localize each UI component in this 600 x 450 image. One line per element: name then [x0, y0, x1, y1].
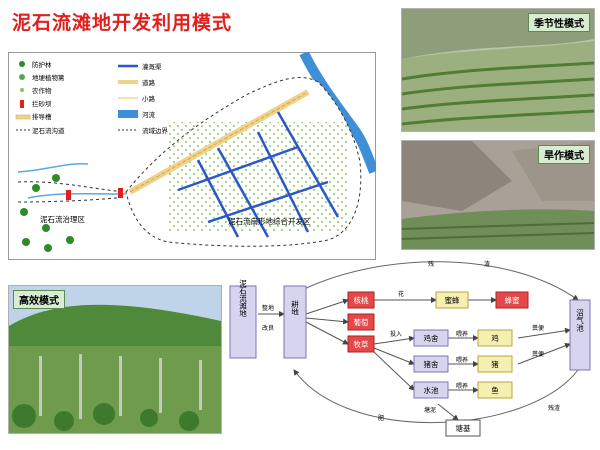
irrigation-canals: [177, 111, 340, 238]
channel-boundary-lower: [17, 196, 127, 203]
land-label: 耕地: [290, 299, 299, 316]
hedgerow-icon: [19, 74, 25, 80]
diagram-boxes: [229, 285, 591, 437]
box-biogas: [569, 299, 591, 371]
chicken-label: 鸡: [491, 333, 499, 343]
raise-label-1: 喂养: [456, 330, 468, 338]
box-chicken: [477, 329, 513, 347]
river: [299, 52, 376, 174]
loop-bottom: [293, 369, 579, 424]
dam-1: [66, 190, 71, 200]
box-chicken-coop: [413, 329, 449, 347]
map-legend: 防护林 地埂植物篱 农作物 拦砂坝 排导槽 泥石流沟道 灌溉渠 道路 小路 河流…: [15, 60, 169, 135]
feed-label: 投入: [390, 330, 402, 338]
residue-right: 渣: [484, 260, 490, 268]
seasonal-mode-photo: 季节性模式: [401, 8, 595, 132]
page-title: 泥石流滩地开发利用模式: [12, 12, 233, 34]
bees-label: 蜜蜂: [445, 295, 460, 305]
diagram-labels: 泥石流滩地 耕地 核桃 葡萄 牧草 蜜蜂 蜂蜜 鸡舍 鸡 猪舍 猪 水池 鱼 沼…: [238, 260, 584, 433]
raise-label-2: 喂养: [456, 356, 468, 364]
box-bees: [435, 291, 469, 309]
efficient-mode-photo: 高效模式: [8, 285, 222, 434]
drain-icon: [15, 114, 31, 120]
legend-path: 小路: [142, 94, 156, 103]
shelter-trees: [20, 174, 74, 252]
legend-river: 河流: [142, 110, 156, 119]
river-icon: [118, 110, 138, 118]
legend-shelter-forest: 防护林: [32, 60, 52, 69]
box-land: [283, 285, 307, 359]
embankment-label: 塘基: [456, 423, 471, 433]
gully-stream: [17, 162, 89, 173]
box-walnut: [347, 291, 375, 309]
seasonal-mode-label: 季节性模式: [528, 13, 590, 32]
loop-top: [293, 261, 579, 301]
legend-road: 道路: [142, 78, 156, 87]
legend-canal: 灌溉渠: [142, 62, 162, 71]
tree-icon: [19, 61, 25, 67]
crop-dots: [168, 122, 348, 232]
raise-label-3: 喂养: [456, 382, 468, 390]
box-source: [229, 285, 257, 359]
chicken-coop-label: 鸡舍: [424, 333, 439, 343]
dryland-mode-label: 旱作模式: [538, 145, 590, 164]
pig-pen-label: 猪舍: [424, 359, 439, 369]
forage-label: 牧草: [354, 339, 369, 349]
walnut-label: 核桃: [354, 295, 369, 305]
reclaim-label: 整地: [262, 304, 274, 312]
watershed-map: 防护林 地埂植物篱 农作物 拦砂坝 排导槽 泥石流沟道 灌溉渠 道路 小路 河流…: [8, 52, 376, 260]
manure-label-2: 粪便: [532, 350, 544, 358]
source-label: 泥石流滩地: [238, 279, 247, 317]
box-pond: [413, 381, 449, 399]
legend-drain: 排导槽: [32, 112, 52, 121]
flower-label: 花: [398, 290, 404, 298]
box-pig-pen: [413, 355, 449, 373]
grape-label: 葡萄: [354, 317, 369, 327]
zone-development-label: 泥石流扇形地综合开发区: [228, 216, 311, 226]
crop-icon: [20, 88, 24, 92]
residue-left: 残: [428, 260, 434, 268]
box-embankment: [445, 419, 481, 437]
box-fish: [477, 381, 513, 399]
box-forage: [347, 335, 375, 353]
improve-label: 改良: [262, 324, 274, 332]
flow-arrows: [258, 297, 571, 421]
main-gully: [27, 192, 127, 199]
zone-control-label: 泥石流治理区: [40, 214, 85, 224]
pig-label: 猪: [491, 359, 499, 369]
efficient-mode-label: 高效模式: [13, 290, 65, 309]
manure-label-1: 粪便: [532, 324, 544, 332]
biogas-label: 沼气池: [575, 308, 584, 331]
dam-2: [118, 188, 123, 198]
dam-icon: [20, 100, 24, 108]
efficient-landscape: [9, 286, 221, 433]
fertilizer-label: 肥: [378, 415, 384, 422]
honey-label: 蜂蜜: [505, 295, 520, 305]
ecosystem-flow-diagram: 泥石流滩地 耕地 核桃 葡萄 牧草 蜜蜂 蜂蜜 鸡舍 鸡 猪舍 猪 水池 鱼 沼…: [229, 260, 591, 437]
legend-gully: 泥石流沟道: [32, 126, 65, 135]
legend-hedgerow: 地埂植物篱: [32, 73, 65, 82]
dryland-mode-photo: 旱作模式: [401, 140, 595, 250]
channel-boundary: [17, 181, 127, 193]
legend-boundary: 流域边界: [142, 126, 169, 135]
mud-label: 塘泥: [424, 406, 436, 414]
legend-dam: 拦砂坝: [32, 99, 52, 108]
road-marking: [129, 91, 309, 193]
box-grape: [347, 313, 375, 331]
pond-label: 水池: [424, 385, 439, 395]
residue-bottom: 残渣: [548, 404, 560, 412]
legend-crops: 农作物: [32, 86, 52, 95]
fish-label: 鱼: [491, 385, 499, 395]
box-honey: [495, 291, 529, 309]
box-pig: [477, 355, 513, 373]
